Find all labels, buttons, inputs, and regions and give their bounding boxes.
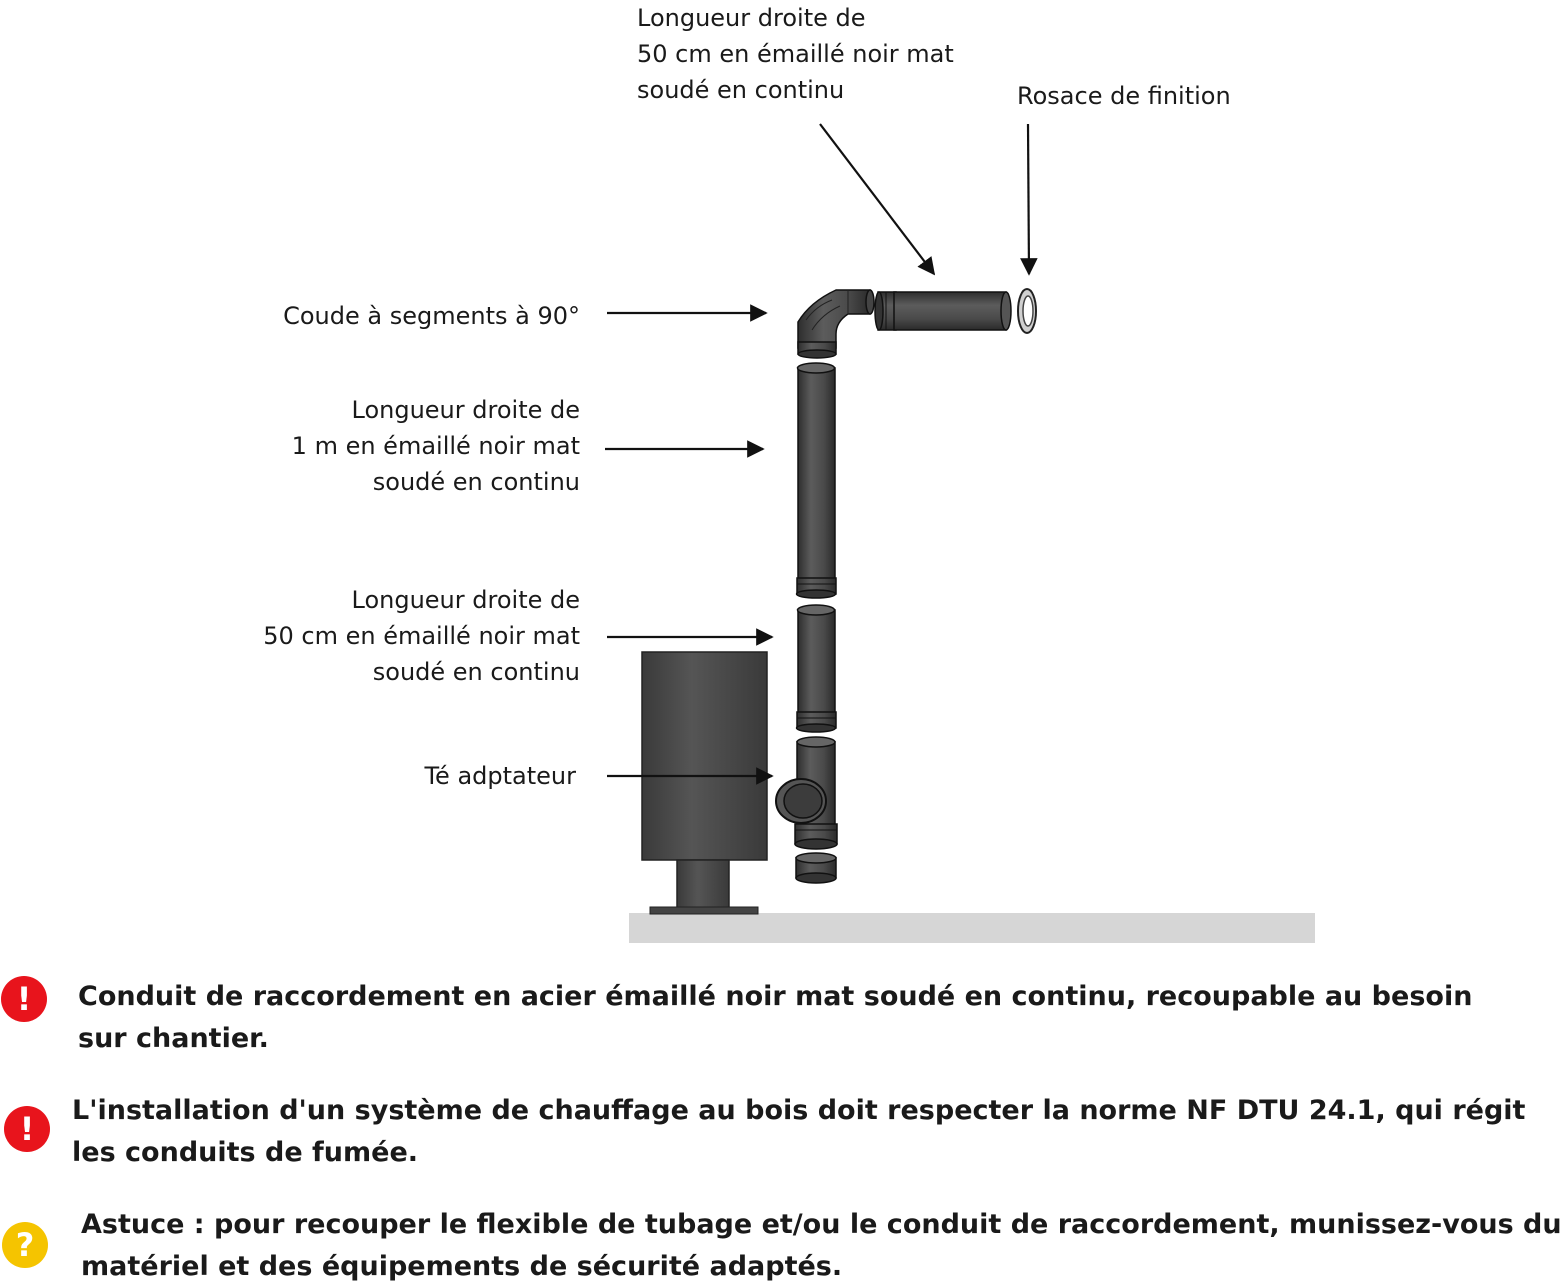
arrow-top-straight — [819, 123, 936, 276]
warning-icon: ! — [1, 976, 47, 1022]
label-top-straight: Longueur droite de 50 cm en émaillé noir… — [637, 4, 954, 104]
note-text: Conduit de raccordement en acier émaillé… — [78, 981, 1473, 1054]
rosace-trim-ring — [1017, 288, 1037, 334]
label-short-straight: Longueur droite de 50 cm en émaillé noir… — [263, 586, 580, 686]
label-tee: Té adptateur — [424, 762, 576, 790]
pipe-assembly-diagram — [605, 123, 1315, 943]
question-icon: ? — [2, 1222, 48, 1268]
label-long-straight: Longueur droite de 1 m en émaillé noir m… — [291, 396, 580, 496]
floor — [629, 913, 1315, 943]
note-text: L'installation d'un système de chauffage… — [72, 1095, 1526, 1168]
label-elbow: Coude à segments à 90° — [283, 302, 580, 330]
straight-pipe-50cm-vertical — [795, 604, 837, 733]
note-text: Astuce : pour recouper le flexible de tu… — [81, 1209, 1562, 1282]
elbow-90 — [797, 289, 875, 359]
tee-adapter — [775, 736, 838, 850]
straight-pipe-1m — [795, 362, 837, 599]
bottom-ring — [795, 852, 837, 884]
stove — [641, 651, 768, 915]
straight-pipe-50cm-horizontal — [874, 291, 1012, 331]
label-rosace: Rosace de finition — [1017, 82, 1231, 110]
arrow-rosace — [1020, 123, 1038, 276]
callout-arrows — [605, 123, 1038, 785]
warning-icon: ! — [4, 1106, 50, 1152]
